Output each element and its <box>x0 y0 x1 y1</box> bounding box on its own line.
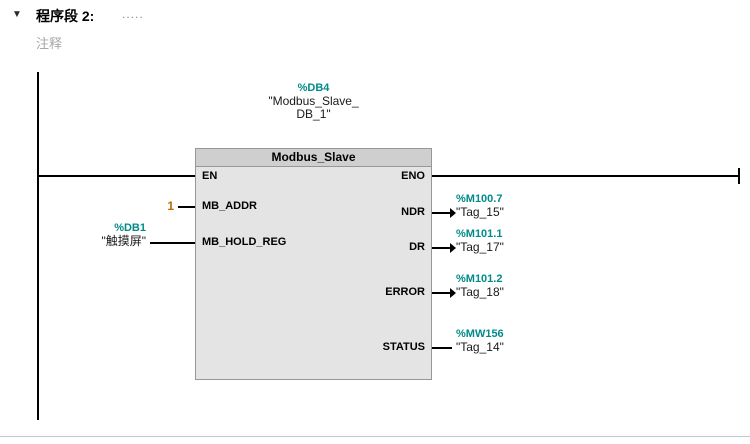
wire-status <box>432 347 452 349</box>
wire-mb-addr <box>178 206 195 208</box>
modbus-slave-block[interactable]: Modbus_Slave EN ENO MB_ADDR MB_HOLD_REG … <box>195 148 432 380</box>
operand-dr-address: %M101.1 <box>456 228 503 240</box>
pin-eno[interactable]: ENO <box>401 170 425 182</box>
rung-wire-right <box>432 175 739 177</box>
operand-error-address: %M101.2 <box>456 273 503 285</box>
operand-error-tag: "Tag_18" <box>456 285 504 299</box>
wire-mb-hold-reg <box>150 242 195 244</box>
right-power-rail-tick <box>738 168 740 184</box>
wire-ndr-arrow-icon <box>450 208 456 218</box>
pin-mb-addr[interactable]: MB_ADDR <box>202 200 257 212</box>
operand-mb-hold-reg-address: %DB1 <box>114 222 146 234</box>
pin-mb-hold-reg[interactable]: MB_HOLD_REG <box>202 236 287 248</box>
operand-mb-hold-reg-tag: "触摸屏" <box>101 234 146 248</box>
operand-ndr[interactable]: %M100.7 "Tag_15" <box>456 193 504 219</box>
operand-mb-hold-reg[interactable]: %DB1 "触摸屏" <box>56 222 146 248</box>
pin-dr[interactable]: DR <box>409 241 425 253</box>
operand-ndr-tag: "Tag_15" <box>456 205 504 219</box>
network-bottom-divider <box>0 436 750 437</box>
collapse-network-icon[interactable]: ▼ <box>12 9 22 20</box>
rung-wire-left <box>39 175 195 177</box>
instance-db-label[interactable]: %DB4 "Modbus_Slave_ DB_1" <box>195 82 432 121</box>
operand-status[interactable]: %MW156 "Tag_14" <box>456 328 504 354</box>
pin-en[interactable]: EN <box>202 170 218 182</box>
pin-status[interactable]: STATUS <box>382 341 425 353</box>
left-power-rail <box>37 72 39 420</box>
pin-ndr[interactable]: NDR <box>401 206 425 218</box>
instance-db-name-line1: "Modbus_Slave_ <box>268 94 359 108</box>
wire-error-arrow-icon <box>450 288 456 298</box>
network-title-placeholder[interactable]: ..... <box>122 7 144 21</box>
pin-error[interactable]: ERROR <box>385 286 425 298</box>
operand-mb-addr-constant[interactable]: 1 <box>167 199 174 213</box>
network-title[interactable]: 程序段 2: <box>36 8 95 24</box>
operand-dr[interactable]: %M101.1 "Tag_17" <box>456 228 504 254</box>
wire-dr <box>432 247 451 249</box>
wire-dr-arrow-icon <box>450 243 456 253</box>
network-comment[interactable]: 注释 <box>36 36 63 51</box>
operand-status-tag: "Tag_14" <box>456 340 504 354</box>
instance-db-address: %DB4 <box>297 82 330 94</box>
instance-db-name-line2: DB_1" <box>296 107 331 121</box>
operand-ndr-address: %M100.7 <box>456 193 503 205</box>
operand-error[interactable]: %M101.2 "Tag_18" <box>456 273 504 299</box>
operand-dr-tag: "Tag_17" <box>456 240 504 254</box>
wire-ndr <box>432 212 451 214</box>
block-title: Modbus_Slave <box>196 149 431 167</box>
operand-status-address: %MW156 <box>456 328 504 340</box>
wire-error <box>432 292 451 294</box>
